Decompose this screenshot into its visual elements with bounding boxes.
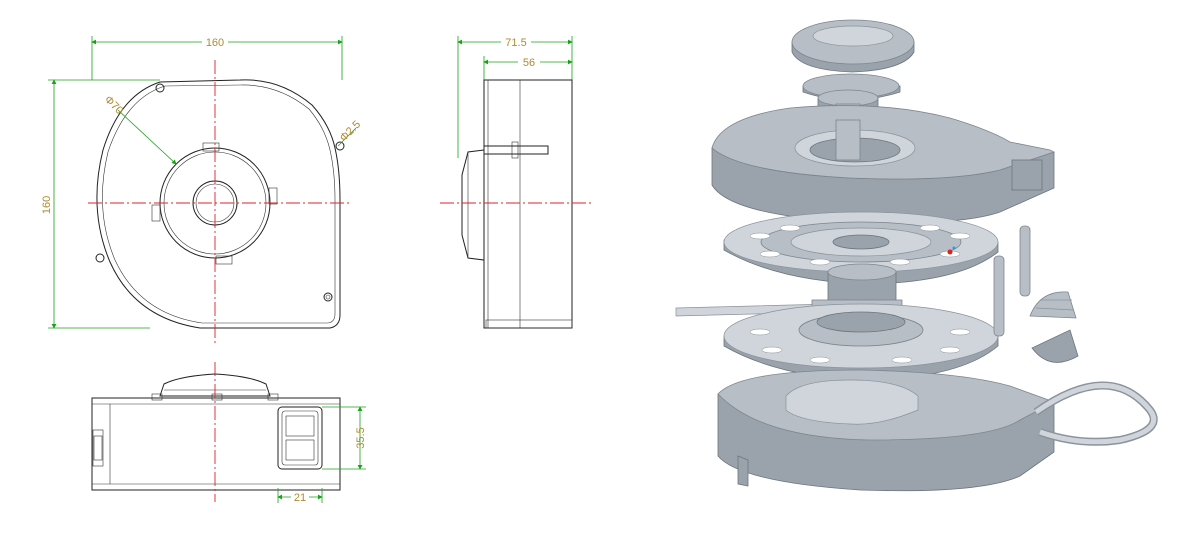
hole-diameter-label: Φ2.5: [338, 119, 364, 145]
outlet-width-dimension: 21: [277, 488, 323, 504]
lower-impeller: [723, 303, 999, 381]
front-view: 160 160 Φ70: [41, 35, 363, 345]
body-depth-dimension: 56: [483, 55, 573, 80]
width-dimension: 160: [91, 35, 343, 80]
upper-housing: [711, 105, 1056, 224]
upper-impeller: [723, 211, 999, 285]
ball-joint: [1029, 291, 1079, 363]
top-cap: [791, 19, 915, 73]
outlet-width-label: 21: [294, 492, 306, 504]
height-dim-label: 160: [41, 196, 53, 214]
pins: [993, 225, 1031, 337]
housing-outline: [96, 79, 341, 329]
side-view: 71.5 56: [440, 35, 592, 329]
outlet-height-label: 35.5: [355, 427, 367, 448]
overall-depth-label: 71.5: [505, 37, 526, 49]
height-dimension: 160: [41, 79, 160, 329]
body-depth-label: 56: [523, 57, 535, 69]
inner-diameter-callout: Φ70: [102, 94, 177, 165]
exploded-view: [675, 19, 1158, 492]
overall-depth-dimension: 71.5: [457, 35, 573, 158]
width-dim-label: 160: [206, 37, 224, 49]
mount-hole-icon: [323, 292, 333, 302]
strap: [1033, 381, 1158, 446]
bottom-view: 35.5 21: [91, 362, 367, 504]
lower-housing: [717, 369, 1055, 492]
outlet-height-dimension: 35.5: [322, 406, 367, 470]
red-marker-icon: [947, 249, 953, 255]
